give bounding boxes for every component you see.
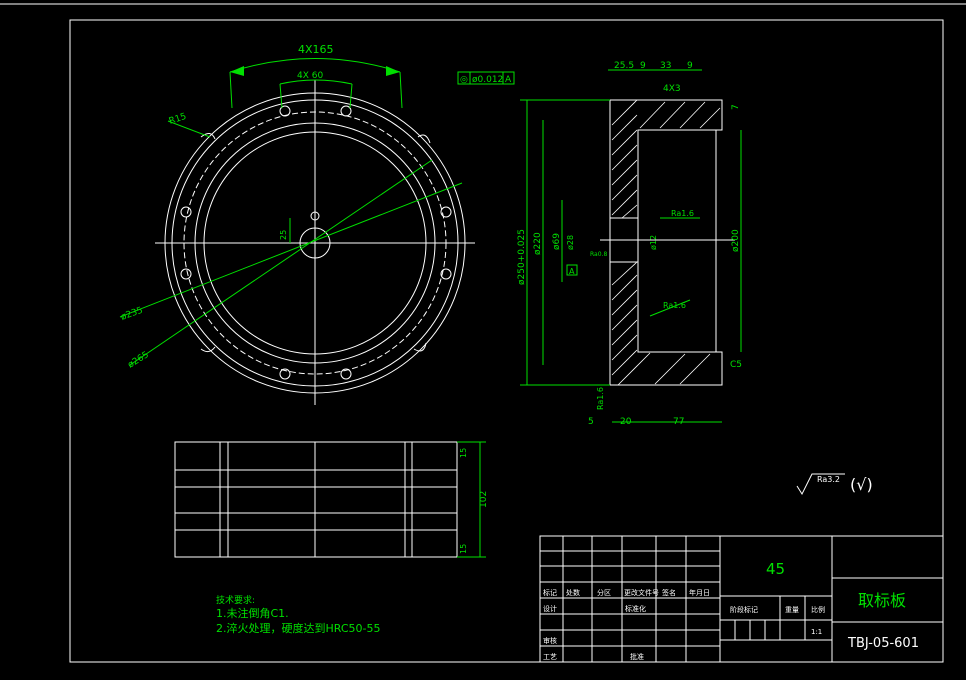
tolerance-datum: A: [505, 75, 512, 85]
slot: [200, 133, 216, 140]
label-235: ø235: [120, 306, 145, 323]
label-28: ø28: [566, 235, 575, 250]
label-r15: R15: [168, 112, 188, 127]
part-name: 取标板: [858, 591, 906, 610]
label-c5: C5: [730, 360, 742, 370]
pin-hole: [440, 268, 452, 280]
label-77: 77: [673, 417, 684, 427]
title-block-frame: [539, 535, 944, 663]
pin-hole: [279, 368, 291, 380]
pin-hole: [340, 368, 352, 380]
plan-view: 4X165 4X 60 R15 25 ø235 ø265: [120, 43, 475, 405]
label-25: 25: [279, 230, 288, 240]
label-stage: 阶段标记: [730, 605, 758, 614]
label-220: ø220: [533, 232, 543, 255]
slot: [200, 346, 216, 353]
tech-line2: 2.淬火处理，硬度达到HRC50-55: [216, 621, 381, 635]
ra-leader: [649, 299, 691, 317]
pin-hole: [180, 268, 192, 280]
arrow: [230, 66, 244, 76]
label-25-5: 25.5: [614, 61, 634, 71]
ext-line: [229, 71, 233, 109]
label-approve: 批准: [630, 652, 644, 661]
label-review: 审核: [543, 636, 557, 645]
datum-box: [566, 264, 578, 276]
label-ra08: Ra0.8: [590, 251, 607, 258]
drawing-number: TBJ-05-601: [847, 636, 919, 651]
label-weight: 重量: [785, 606, 799, 614]
label-5: 5: [588, 417, 594, 427]
dim-arc-165: [229, 58, 401, 73]
pin-hole: [440, 206, 452, 218]
label-250: ø250+0.025: [517, 229, 527, 285]
drawing-border: [69, 19, 944, 663]
label-12: ø12: [649, 235, 658, 250]
slot: [417, 134, 431, 144]
label-count: 处数: [566, 588, 580, 597]
scale-value: 1:1: [811, 628, 822, 636]
label-33: 33: [660, 61, 671, 71]
label-std: 标准化: [625, 604, 646, 613]
label-9a: 9: [640, 61, 646, 71]
tolerance-frame: [457, 71, 515, 85]
label-200: ø200: [731, 229, 741, 252]
pin-hole: [279, 105, 291, 117]
tech-title: 技术要求:: [216, 594, 255, 606]
label-datum-a: A: [569, 267, 575, 276]
roughness-bracket: (√): [850, 475, 873, 494]
tolerance-symbol: ◎: [460, 75, 468, 85]
ext-line: [349, 83, 353, 109]
label-20: 20: [620, 417, 632, 427]
title-block: 标记 处数 分区 更改文件号 签名 年月日 设计 标准化 审核 工艺 批准 阶段…: [539, 535, 944, 663]
label-date: 年月日: [689, 588, 710, 597]
section-view: ◎ ø0.012 A 25.5 9 33 9 4X3 7 ø250+0.025 …: [457, 61, 742, 427]
tolerance-value: ø0.012: [472, 75, 503, 85]
leader-r15: [167, 120, 211, 138]
label-4x165: 4X165: [298, 43, 334, 56]
roughness-note: Ra3.2 (√): [796, 473, 873, 496]
dim-line-235: [119, 182, 463, 318]
slot: [413, 342, 427, 352]
label-mark: 标记: [543, 588, 557, 597]
label-4x60: 4X 60: [297, 71, 323, 81]
material: 45: [766, 560, 785, 578]
tech-requirements: 技术要求: 1.未注倒角C1. 2.淬火处理，硬度达到HRC50-55: [216, 594, 381, 635]
label-process: 工艺: [543, 653, 557, 661]
label-69: ø69: [552, 233, 562, 250]
side-outline: [174, 441, 458, 558]
label-design: 设计: [543, 604, 557, 613]
ext-line: [279, 83, 283, 109]
label-15b: 15: [459, 544, 468, 554]
label-9b: 9: [687, 61, 693, 71]
label-doc: 更改文件号: [624, 588, 659, 597]
label-ra16-a: Ra1.6: [671, 209, 694, 218]
dim-line-265: [129, 159, 433, 366]
side-view: 15 102 15: [174, 441, 489, 558]
label-zone: 分区: [597, 588, 611, 597]
tech-line1: 1.未注倒角C1.: [216, 606, 289, 620]
label-ra16-c: Ra1.6: [596, 387, 605, 410]
label-265: ø265: [126, 350, 151, 371]
pin-hole: [340, 105, 352, 117]
section-hatching: [611, 99, 721, 386]
roughness-symbol: [796, 473, 845, 496]
section-outline: [609, 99, 723, 386]
ext-line: [399, 71, 403, 109]
label-sign: 签名: [662, 588, 676, 597]
label-4x3: 4X3: [663, 84, 681, 94]
label-15a: 15: [459, 448, 468, 458]
label-ra16-b: Ra1.6: [663, 301, 686, 310]
label-102: 102: [479, 491, 489, 508]
pin-hole: [180, 206, 192, 218]
label-7: 7: [731, 104, 741, 110]
dim-arc-60: [279, 79, 353, 85]
label-scale: 比例: [811, 605, 825, 614]
roughness-value: Ra3.2: [817, 475, 840, 484]
arrow: [386, 66, 400, 76]
